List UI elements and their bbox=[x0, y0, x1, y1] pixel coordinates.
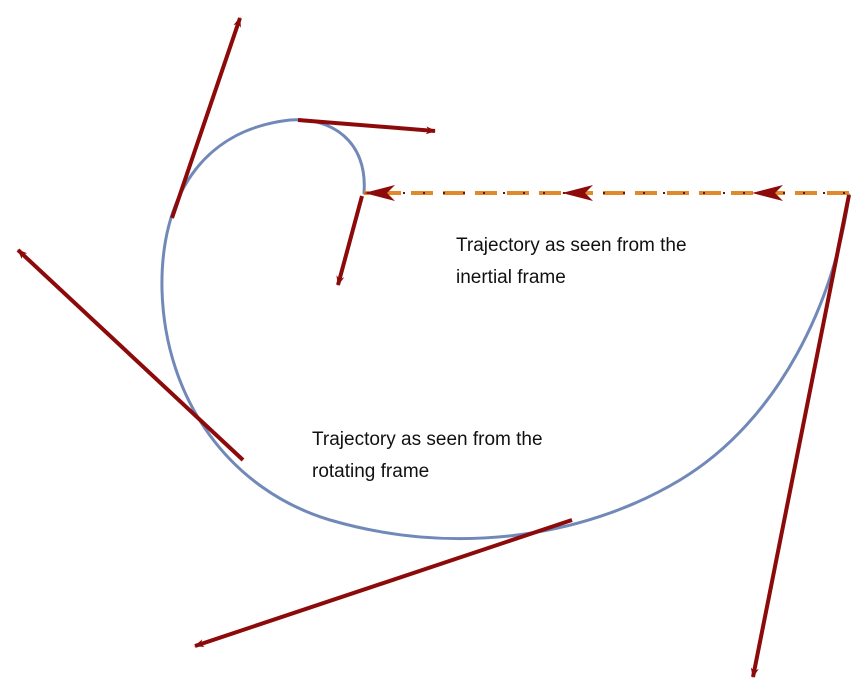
rotating-frame-trajectory bbox=[160, 118, 851, 541]
velocity-arrow-bottom bbox=[194, 518, 573, 648]
velocity-arrow-left bbox=[16, 248, 245, 462]
velocity-arrow-top bbox=[297, 118, 436, 135]
direction-arrowhead-1 bbox=[752, 185, 783, 201]
rotating-caption-line-2: rotating frame bbox=[312, 461, 430, 482]
rotating-caption-line-1: Trajectory as seen from the bbox=[312, 429, 543, 450]
velocity-arrow-end bbox=[336, 195, 364, 286]
velocity-arrow-upper-left bbox=[170, 17, 242, 219]
rotating-frame-caption: Trajectory as seen from the rotating fra… bbox=[312, 424, 543, 488]
direction-arrowhead-2 bbox=[562, 185, 593, 201]
velocity-arrow-start bbox=[750, 194, 851, 678]
inertial-frame-caption: Trajectory as seen from the inertial fra… bbox=[456, 230, 687, 294]
inertial-caption-line-2: inertial frame bbox=[456, 267, 566, 288]
inertial-caption-line-1: Trajectory as seen from the bbox=[456, 235, 687, 256]
direction-arrowhead-3 bbox=[364, 185, 395, 201]
